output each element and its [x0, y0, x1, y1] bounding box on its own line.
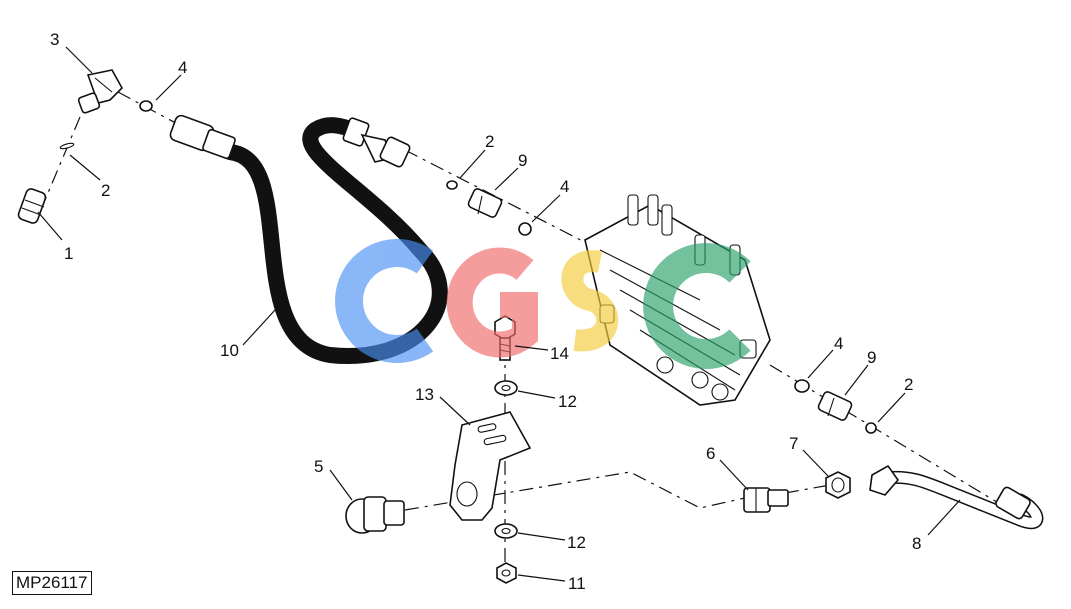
watermark-letter-s [561, 250, 619, 352]
callout-12-lower: 12 [567, 533, 586, 552]
part-o-ring-left [59, 142, 75, 150]
callout-9-upper: 9 [518, 151, 527, 170]
callout-8: 8 [912, 534, 921, 553]
part-hose-assembly [169, 114, 448, 365]
callout-1: 1 [64, 244, 73, 263]
watermark-logo [335, 239, 751, 369]
part-control-valve [584, 194, 771, 406]
centerline-plug-to-fitting [404, 471, 746, 511]
callout-11: 11 [568, 574, 586, 593]
callout-4-top: 4 [178, 58, 187, 77]
watermark-letter-c1 [335, 239, 434, 363]
centerline-elbow-to-hose [117, 91, 186, 129]
callout-12-upper: 12 [558, 392, 577, 411]
part-fitting-9-upper [467, 188, 503, 218]
callout-4-right: 4 [834, 334, 843, 353]
part-o-ring-4-top [139, 100, 153, 112]
part-elbow-fitting [77, 69, 123, 114]
callout-2-middle: 2 [485, 132, 494, 151]
reference-number: MP26117 [12, 571, 92, 595]
callout-5: 5 [314, 457, 323, 476]
callout-13: 13 [415, 385, 434, 404]
callout-3: 3 [50, 30, 59, 49]
part-fitting-9-lower [817, 391, 853, 421]
centerline-fitting-to-nut [784, 484, 831, 494]
part-o-ring-2-middle [446, 180, 458, 190]
part-nut-7 [825, 471, 851, 499]
leader-lines [37, 46, 961, 582]
part-o-ring-4-middle [518, 222, 532, 236]
watermark-letter-c2 [643, 243, 751, 369]
part-o-ring-2-right [865, 422, 877, 434]
part-washer-12-lower [494, 523, 518, 539]
part-steel-line [869, 464, 1044, 530]
callout-2-left: 2 [101, 181, 110, 200]
part-bracket [449, 411, 532, 521]
callout-10: 10 [220, 341, 239, 360]
callout-14: 14 [550, 344, 569, 363]
callout-7: 7 [789, 434, 798, 453]
part-plug [345, 496, 405, 534]
centerline-hose-to-valve [404, 149, 601, 251]
part-adapter [17, 188, 47, 224]
part-nut-11 [496, 562, 517, 584]
callout-4-middle: 4 [560, 177, 569, 196]
centerline-valve-to-line [769, 364, 1011, 511]
watermark-letter-g [446, 247, 538, 358]
callout-9-lower: 9 [867, 348, 876, 367]
part-fitting-6 [743, 487, 789, 513]
part-o-ring-4-right [794, 379, 810, 393]
callout-6: 6 [706, 444, 715, 463]
callout-2-right: 2 [904, 375, 913, 394]
part-washer-12-upper [494, 380, 518, 396]
